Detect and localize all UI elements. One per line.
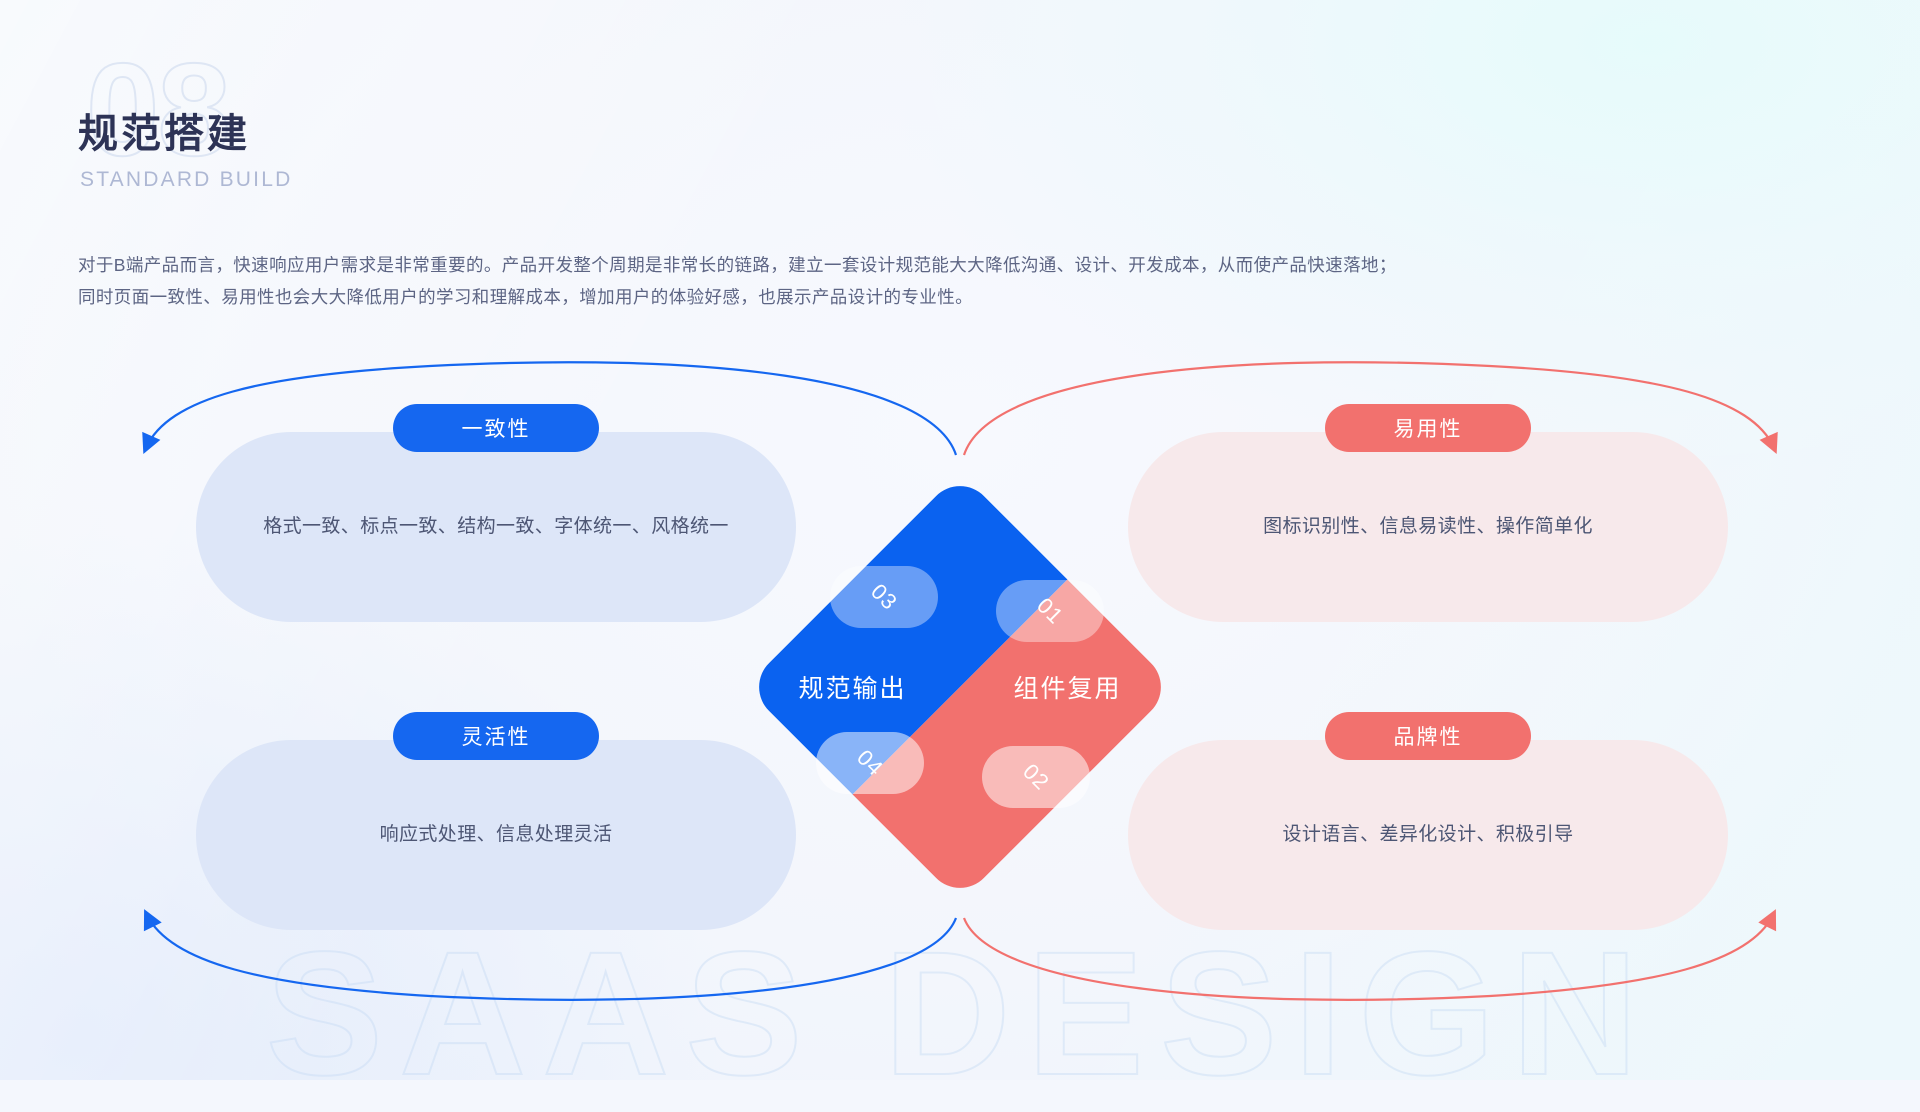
diamond-label-left: 规范输出: [798, 675, 907, 703]
card-body-usability: 图标识别性、信息易读性、操作简单化: [1263, 516, 1593, 537]
page-header: 规范搭建 STANDARD BUILD: [78, 112, 292, 192]
intro-paragraph: 对于B端产品而言，快速响应用户需求是非常重要的。产品开发整个周期是非常长的链路，…: [78, 249, 1638, 313]
diamond-number-03: 03: [830, 566, 938, 628]
card-consistency[interactable]: 一致性 格式一致、标点一致、结构一致、字体统一、风格统一: [196, 404, 796, 622]
diamond-label-right: 组件复用: [1013, 675, 1122, 703]
watermark-saas-design: SAAS DESIGN: [265, 916, 1655, 1112]
card-branding[interactable]: 品牌性 设计语言、差异化设计、积极引导: [1128, 712, 1728, 930]
card-badge-branding: 品牌性: [1325, 712, 1531, 760]
diamond-number-01: 01: [996, 580, 1104, 642]
diamond-number-04: 04: [816, 732, 924, 794]
card-badge-consistency: 一致性: [393, 404, 599, 452]
page-title: 规范搭建: [78, 112, 250, 156]
watermark-number: 08: [85, 36, 232, 183]
card-body-branding: 设计语言、差异化设计、积极引导: [1282, 824, 1574, 845]
page-subtitle: STANDARD BUILD: [80, 168, 293, 191]
card-badge-usability: 易用性: [1325, 404, 1531, 452]
card-body-consistency: 格式一致、标点一致、结构一致、字体统一、风格统一: [263, 516, 729, 537]
intro-line-2: 同时页面一致性、易用性也会大大降低用户的学习和理解成本，增加用户的体验好感，也展…: [78, 287, 973, 307]
intro-line-1: 对于B端产品而言，快速响应用户需求是非常重要的。产品开发整个周期是非常长的链路，…: [78, 255, 1397, 275]
diamond-number-02: 02: [982, 746, 1090, 808]
center-diamond[interactable]: 01 02 03 04 规范输出 组件复用: [745, 472, 1175, 902]
card-badge-flexibility: 灵活性: [393, 712, 599, 760]
card-body-flexibility: 响应式处理、信息处理灵活: [379, 824, 613, 845]
card-flexibility[interactable]: 灵活性 响应式处理、信息处理灵活: [196, 712, 796, 930]
card-usability[interactable]: 易用性 图标识别性、信息易读性、操作简单化: [1128, 404, 1728, 622]
